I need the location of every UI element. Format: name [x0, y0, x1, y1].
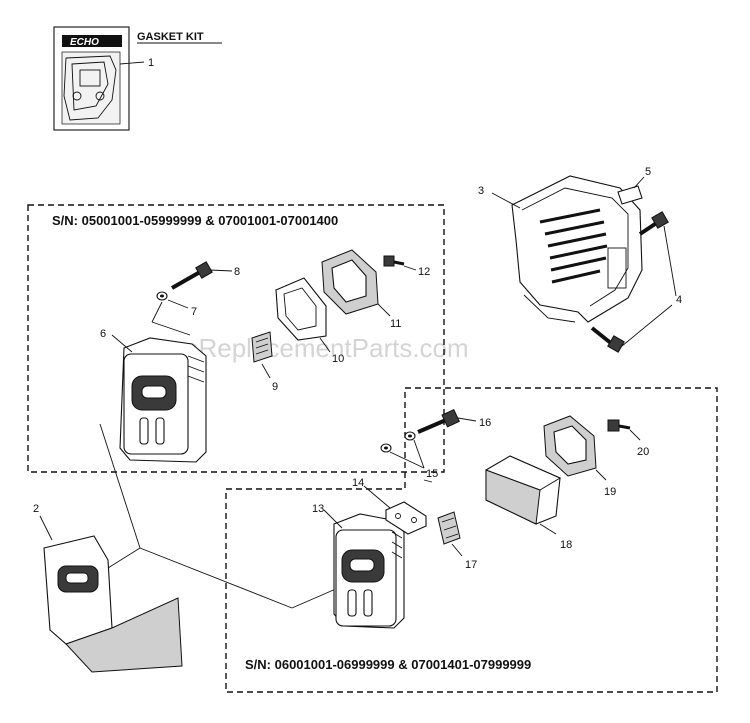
callout-7[interactable]: 7	[191, 306, 197, 318]
callout-11[interactable]: 11	[390, 318, 401, 330]
callout-2[interactable]: 2	[33, 503, 39, 515]
callout-16[interactable]: 16	[479, 417, 491, 429]
part-washers-lower[interactable]	[380, 431, 416, 453]
callout-4[interactable]: 4	[676, 294, 682, 306]
echo-logo: ECHO	[70, 37, 99, 48]
callout-6[interactable]: 6	[100, 328, 106, 340]
part-muffler-bolt-upper[interactable]	[171, 261, 213, 290]
callout-13[interactable]: 13	[312, 503, 324, 515]
callout-5[interactable]: 5	[645, 166, 651, 178]
part-label[interactable]	[617, 185, 643, 205]
callout-12[interactable]: 12	[418, 266, 430, 278]
part-deflector-upper[interactable]	[251, 331, 273, 363]
gasket-kit-thumbnail[interactable]: ECHO	[53, 26, 130, 131]
part-flange-bolt-lower[interactable]	[607, 419, 631, 432]
callout-17[interactable]: 17	[465, 559, 477, 571]
part-spark-shield[interactable]	[485, 455, 561, 525]
part-muffler-upper[interactable]	[119, 337, 207, 463]
callout-9[interactable]: 9	[272, 381, 278, 393]
part-exhaust-gasket-lower[interactable]	[543, 415, 597, 477]
part-gasket-upper[interactable]	[275, 277, 327, 341]
callout-15[interactable]: 15	[426, 468, 438, 480]
part-exhaust-gasket-upper[interactable]	[321, 249, 379, 315]
callout-18[interactable]: 18	[560, 539, 572, 551]
callout-19[interactable]: 19	[604, 486, 616, 498]
callout-1[interactable]: 1	[148, 57, 154, 69]
part-heat-shield[interactable]	[43, 535, 183, 673]
part-deflector-lower[interactable]	[437, 511, 461, 545]
part-cover-bolt-lower[interactable]	[590, 326, 625, 353]
part-muffler-bolt-lower[interactable]	[417, 408, 460, 434]
watermark: eReplacementParts.com	[184, 333, 469, 363]
callout-10[interactable]: 10	[332, 353, 344, 365]
callout-3[interactable]: 3	[478, 185, 484, 197]
serial-range-box-bottom	[225, 387, 718, 693]
serial-range-box-top	[27, 204, 445, 473]
serial-range-top: S/N: 05001001-05999999 & 07001001-070014…	[52, 213, 338, 228]
part-muffler-cover[interactable]	[511, 175, 643, 323]
part-flange-bolt-upper[interactable]	[383, 255, 405, 267]
callout-14[interactable]: 14	[352, 477, 364, 489]
serial-range-bottom: S/N: 06001001-06999999 & 07001401-079999…	[245, 657, 531, 672]
part-cover-bolt-upper[interactable]	[638, 211, 669, 236]
callout-20[interactable]: 20	[637, 446, 649, 458]
part-washer-upper[interactable]	[156, 291, 168, 301]
callout-8[interactable]: 8	[234, 266, 240, 278]
part-gasket-lower[interactable]	[385, 501, 427, 535]
gasket-kit-title: GASKET KIT	[137, 31, 204, 43]
part-muffler-lower[interactable]	[333, 513, 405, 629]
